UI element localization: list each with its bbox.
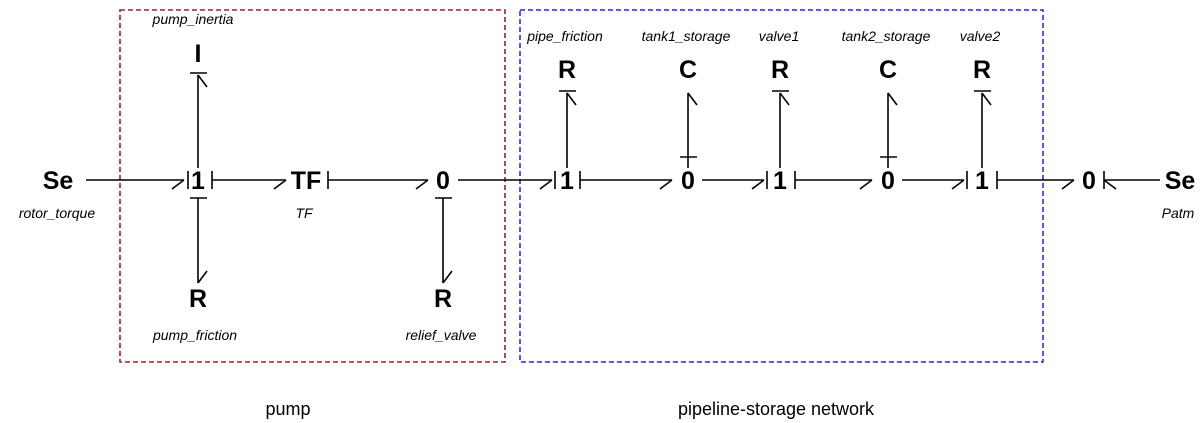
tf-label: TF [295, 205, 314, 221]
bond-j0tank2-to-tank2-storage [880, 92, 898, 168]
pump-group-caption: pump [265, 399, 310, 419]
tank1-storage-label: tank1_storage [642, 28, 731, 44]
rotor-torque-label: rotor_torque [19, 205, 95, 221]
tf-node: TF [291, 167, 322, 195]
pump-inertia-label: pump_inertia [152, 11, 234, 27]
valve2-node: R [973, 56, 991, 84]
bond-j0tank1-to-j1valve1 [702, 171, 768, 190]
bond-j1-to-pump-friction [190, 197, 208, 284]
network-group-caption: pipeline-storage network [678, 399, 875, 419]
bond-j1valve1-to-j0tank2 [794, 171, 873, 190]
se-right-node: Se [1165, 167, 1196, 195]
bond-j0tank2-to-j1valve2 [902, 171, 968, 190]
tank2-storage-node: C [879, 56, 897, 84]
bond-j1valve1-to-valve1 [772, 90, 790, 168]
pump-friction-label: pump_friction [152, 327, 237, 343]
inertia-node: I [195, 40, 202, 68]
pump-group-box [119, 9, 506, 363]
bond-j0tank1-to-tank1-storage [680, 92, 698, 168]
bond-j0-to-j1pipe [458, 171, 556, 190]
bond-j0-to-relief-valve [435, 197, 453, 284]
valve1-node: R [771, 56, 789, 84]
valve1-junction-1: 1 [773, 167, 787, 195]
bond-j1pipe-to-j0tank1 [579, 171, 673, 190]
atm-junction-0: 0 [1082, 167, 1096, 195]
pipe-junction-1: 1 [560, 167, 574, 195]
bond-tf-to-j0 [327, 171, 429, 190]
bond-j1valve2-to-j0atm [996, 171, 1075, 190]
pump-friction-node: R [189, 285, 207, 313]
relief-valve-label: relief_valve [406, 327, 477, 343]
tank2-junction-0: 0 [881, 167, 895, 195]
patm-label: Patm [1162, 205, 1195, 221]
pump-junction-1: 1 [191, 167, 205, 195]
bond-j1valve2-to-valve2 [974, 90, 992, 168]
valve2-junction-1: 1 [975, 167, 989, 195]
network-group-box [519, 9, 1044, 363]
relief-junction-0: 0 [436, 167, 450, 195]
valve2-label: valve2 [960, 28, 1001, 44]
tank1-junction-0: 0 [681, 167, 695, 195]
tank1-storage-node: C [679, 56, 697, 84]
tank2-storage-label: tank2_storage [842, 28, 931, 44]
bond-j1pipe-to-pipe-friction [559, 90, 577, 168]
bond-j1-to-inertia [190, 72, 208, 168]
pipe-friction-node: R [558, 56, 576, 84]
relief-valve-node: R [434, 285, 452, 313]
bond-se-to-j1 [86, 171, 189, 190]
valve1-label: valve1 [759, 28, 799, 44]
bond-j1-to-tf [211, 171, 287, 190]
pipe-friction-label: pipe_friction [526, 28, 603, 44]
se-left-node: Se [43, 167, 74, 195]
bond-se-right-to-j0atm [1103, 171, 1160, 190]
